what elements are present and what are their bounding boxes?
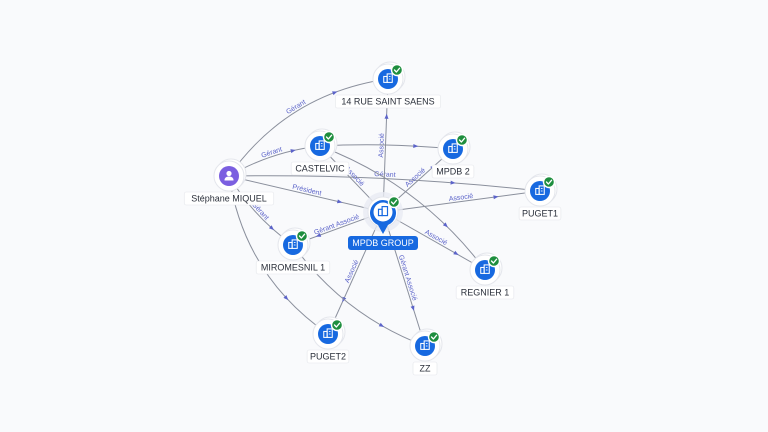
- edge-castelvic-mpdb2: [319, 144, 454, 150]
- node-puget2[interactable]: PUGET2: [306, 316, 350, 364]
- edge-label: Président: [292, 184, 322, 198]
- node-label-bg: [431, 164, 475, 179]
- edge-label: Gérant Associé: [313, 214, 360, 237]
- node-label-bg: [334, 94, 441, 109]
- edge-label: Gérant: [374, 171, 396, 179]
- person-icon: [224, 170, 234, 181]
- node-label-bg: [348, 236, 418, 250]
- node-label-bg: [518, 206, 562, 221]
- edge-stephane-rue14: Gérant: [228, 78, 389, 177]
- node-label-bg: [183, 191, 275, 206]
- node-label: 14 RUE SAINT SAENS: [341, 97, 434, 107]
- verified-check-icon: [330, 318, 344, 332]
- verified-check-icon: [390, 63, 404, 77]
- node-rue14[interactable]: 14 RUE SAINT SAENS: [334, 61, 441, 109]
- edge-label: Gérant Associé: [397, 254, 418, 301]
- node-castelvic[interactable]: CASTELVIC: [290, 128, 350, 176]
- node-puget1[interactable]: PUGET1: [518, 173, 562, 221]
- node-label: CASTELVIC: [295, 164, 345, 174]
- building-icon: [383, 73, 393, 83]
- edge-arrow: [453, 250, 459, 255]
- edge-arrow: [450, 180, 456, 185]
- edge-arrow: [493, 195, 499, 200]
- node-mpdb-group[interactable]: MPDB GROUP: [348, 192, 418, 250]
- node-mpdb2[interactable]: MPDB 2: [431, 131, 475, 179]
- building-icon: [377, 206, 389, 217]
- node-label-bg: [255, 260, 331, 275]
- building-icon: [288, 239, 298, 249]
- edge-arrow: [315, 233, 322, 237]
- node-label: PUGET2: [310, 352, 346, 362]
- edge-arrow: [336, 199, 343, 204]
- edge-label: Associé: [423, 229, 448, 247]
- verified-check-icon: [455, 133, 469, 147]
- edge-label: Associé: [448, 193, 473, 203]
- node-label-bg: [455, 285, 515, 300]
- edge-arrow: [384, 113, 389, 119]
- building-icon: [448, 143, 458, 153]
- edge-arrow: [410, 305, 415, 311]
- building-icon: [420, 340, 430, 350]
- node-label-bg: [412, 361, 438, 376]
- verified-check-icon: [295, 229, 309, 243]
- edge-line: [319, 144, 454, 150]
- edge-castelvic-regnier: [319, 145, 486, 271]
- building-icon: [323, 328, 333, 338]
- edge-arrow: [283, 295, 289, 301]
- edge-arrow: [442, 222, 448, 228]
- edge-label: Gérant: [261, 146, 284, 159]
- edge-mpdb-group-puget1: Associé: [382, 190, 541, 213]
- verified-check-icon: [387, 195, 401, 209]
- node-zz[interactable]: ZZ: [409, 328, 443, 376]
- edge-arrow: [268, 225, 274, 231]
- edge-arrow: [290, 149, 296, 154]
- node-label: Stéphane MIQUEL: [191, 194, 267, 204]
- edge-line: [228, 78, 389, 177]
- building-icon: [480, 264, 490, 274]
- node-label: MPDB GROUP: [352, 238, 414, 248]
- verified-check-icon: [427, 330, 441, 344]
- verified-check-icon: [322, 130, 336, 144]
- node-label: MPDB 2: [436, 167, 470, 177]
- edge-line: [319, 145, 486, 271]
- edge-mpdb-group-puget2: Associé: [327, 211, 384, 335]
- node-regnier[interactable]: REGNIER 1: [455, 252, 515, 300]
- edge-arrow: [413, 144, 419, 149]
- node-label: ZZ: [420, 364, 431, 374]
- node-label: MIROMESNIL 1: [261, 263, 325, 273]
- node-label: REGNIER 1: [461, 288, 510, 298]
- node-stephane[interactable]: Stéphane MIQUEL: [183, 158, 275, 206]
- verified-check-icon: [542, 175, 556, 189]
- edge-arrow: [332, 91, 338, 96]
- edge-line: [327, 211, 384, 335]
- node-label: PUGET1: [522, 209, 558, 219]
- building-icon: [315, 140, 325, 150]
- node-label-bg: [290, 161, 350, 176]
- verified-check-icon: [487, 254, 501, 268]
- edge-arrow: [378, 322, 385, 327]
- node-label-bg: [306, 349, 350, 364]
- edge-label: Associé: [404, 167, 427, 189]
- building-icon: [535, 185, 545, 195]
- node-miromesnil[interactable]: MIROMESNIL 1: [255, 227, 331, 275]
